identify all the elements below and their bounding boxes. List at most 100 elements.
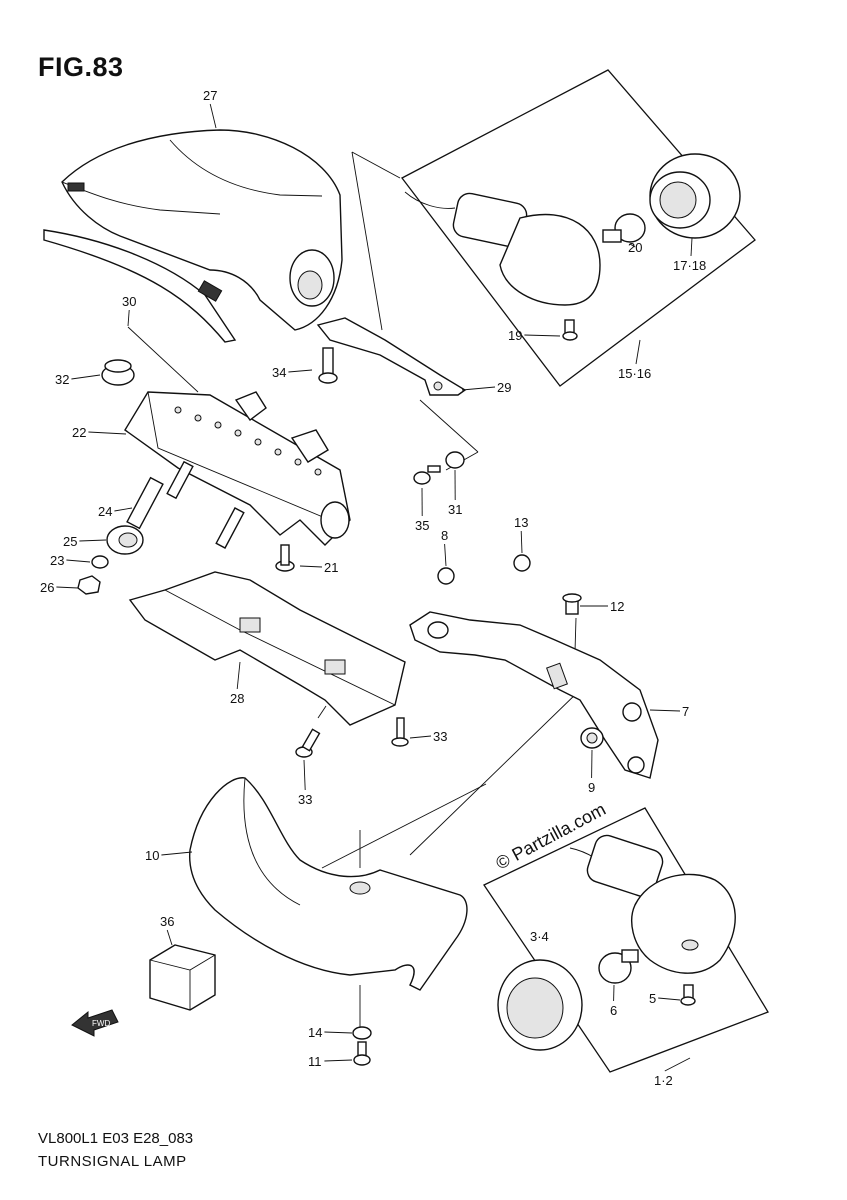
leader-line (635, 339, 641, 365)
part-label: 7 (682, 704, 689, 719)
rear-fender-cover (61, 129, 343, 331)
part-label: 21 (324, 560, 338, 575)
turn-signal-relay (149, 944, 216, 1011)
part-label: 27 (203, 88, 217, 103)
leader-line (56, 586, 79, 589)
leader-line (690, 237, 693, 257)
leader-line (79, 539, 107, 542)
part-label: 35 (415, 518, 429, 533)
part-label: 24 (98, 504, 112, 519)
leader-line (299, 565, 323, 568)
leader-line (461, 386, 496, 391)
bolt-34 (318, 347, 338, 384)
part-label: 29 (497, 380, 511, 395)
leader-lines (56, 103, 693, 1072)
leader-line (520, 530, 523, 554)
screw-13 (513, 554, 531, 572)
leader-line (324, 1031, 353, 1034)
damper-rubber (106, 525, 144, 555)
part-label: 11 (308, 1054, 322, 1069)
part-label: 13 (514, 515, 528, 530)
leader-line (658, 997, 681, 1001)
leader-line (114, 507, 133, 512)
diagram-name: TURNSIGNAL LAMP (38, 1153, 187, 1170)
part-label: 5 (649, 991, 656, 1006)
part-label: 31 (448, 502, 462, 517)
part-label: 25 (63, 534, 77, 549)
collar-8 (437, 567, 455, 585)
leader-line (166, 929, 173, 946)
leader-line (303, 759, 306, 791)
leader-line (209, 103, 217, 129)
leader-line (161, 851, 193, 856)
part-label: 6 (610, 1003, 617, 1018)
rear-lens (649, 153, 741, 239)
leader-line (236, 661, 241, 690)
front-turn-signal-housing (569, 834, 736, 974)
part-label: 8 (441, 528, 448, 543)
part-label: 12 (610, 599, 624, 614)
figure-title: FIG.83 (38, 52, 124, 82)
part-label: 9 (588, 780, 595, 795)
part-label: 26 (40, 580, 54, 595)
reflector-strip (43, 229, 237, 343)
collar-31 (445, 451, 465, 469)
rear-bracket (124, 391, 351, 546)
part-label: 17·18 (673, 258, 706, 273)
part-label: 32 (55, 372, 69, 387)
screw-19 (562, 319, 578, 341)
leader-line (88, 431, 127, 435)
front-cover (188, 777, 468, 991)
mounting-plate (316, 317, 467, 396)
front-lens (497, 959, 583, 1051)
screw-11 (353, 1041, 371, 1066)
part-label: 19 (508, 328, 522, 343)
part-label: 28 (230, 691, 244, 706)
leader-line (288, 369, 313, 373)
leader-line (524, 334, 561, 337)
stud-bolts (126, 460, 245, 549)
screw-5 (680, 984, 696, 1006)
leader-line (127, 309, 130, 327)
part-label: 23 (50, 553, 64, 568)
leader-line (409, 735, 432, 739)
leader-line (649, 709, 681, 712)
front-bulb (598, 949, 639, 984)
leader-line (66, 559, 91, 563)
collar-9 (580, 727, 604, 749)
leader-line (71, 374, 101, 380)
screw-33-b (295, 728, 321, 758)
washer-14 (352, 1026, 372, 1040)
rear-turn-signal-housing (404, 191, 601, 306)
part-label: 3·4 (530, 929, 549, 944)
leader-line (324, 1059, 353, 1062)
rear-bulb (602, 213, 646, 243)
grommet (101, 359, 135, 386)
nut (77, 575, 101, 595)
part-label: 20 (628, 240, 642, 255)
rear-lamp-assembly-box (401, 69, 756, 387)
bolt-12 (562, 593, 582, 615)
forward-arrow-icon: FWD (71, 1009, 119, 1037)
turn-signal-bracket (409, 611, 659, 779)
lower-bracket (128, 571, 406, 726)
leader-line (444, 543, 447, 567)
forward-arrow-label: FWD (92, 1019, 110, 1028)
part-label: 10 (145, 848, 159, 863)
part-label: 36 (160, 914, 174, 929)
leader-line (664, 1057, 691, 1072)
screw-33-a (391, 717, 409, 747)
model-code: VL800L1 E03 E28_083 (38, 1130, 194, 1147)
leader-line (629, 243, 636, 248)
part-label: 34 (272, 365, 286, 380)
part-label: 1·2 (654, 1073, 673, 1088)
part-label: 15·16 (618, 366, 651, 381)
part-label: 33 (298, 792, 312, 807)
part-label: 22 (72, 425, 86, 440)
part-label: 30 (122, 294, 136, 309)
part-label: 14 (308, 1025, 322, 1040)
bolt-21 (275, 544, 295, 572)
screw-35 (413, 465, 441, 485)
